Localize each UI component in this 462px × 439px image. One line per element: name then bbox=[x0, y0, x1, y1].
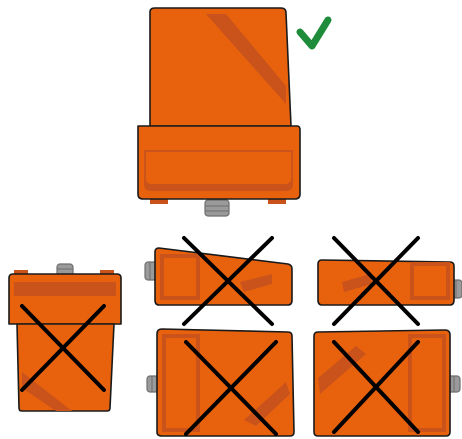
device-base bbox=[9, 274, 121, 324]
connector-icon bbox=[205, 200, 229, 216]
device-upside-down bbox=[9, 264, 121, 411]
device-rotated-left bbox=[147, 329, 294, 436]
device-upright bbox=[138, 8, 300, 216]
device-rotated-right bbox=[314, 330, 460, 436]
base-panel bbox=[14, 282, 116, 296]
check-mark-icon bbox=[300, 20, 328, 46]
base-panel-inner bbox=[164, 258, 196, 296]
base-panel-inner bbox=[412, 338, 442, 428]
base-panel-inner bbox=[166, 338, 196, 428]
device-lying-left bbox=[145, 238, 292, 324]
device-lying-right bbox=[318, 238, 462, 324]
base-panel-inner bbox=[146, 152, 291, 184]
device-top-housing bbox=[17, 324, 114, 411]
base-panel-inner bbox=[414, 266, 446, 296]
